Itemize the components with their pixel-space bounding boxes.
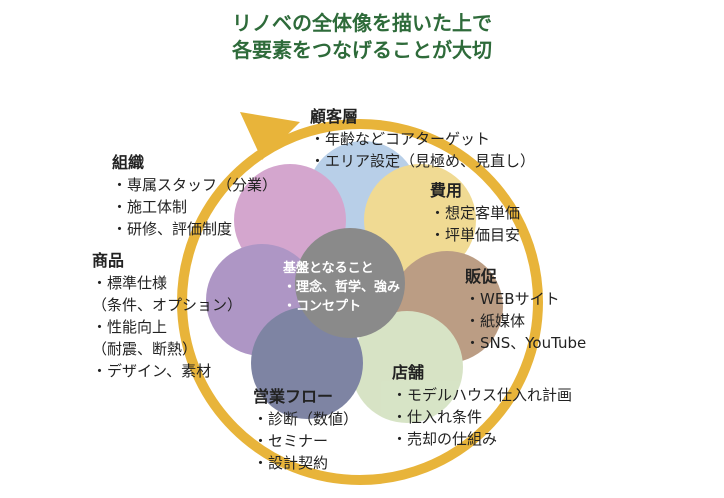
center-heading: 基盤となること [283,261,374,276]
group-item: （条件、オプション） [92,296,243,314]
group-item: ・エリア設定（見極め、見直し） [310,152,536,170]
center-foundation: 基盤となること ・理念、哲学、強み ・コンセプト [283,259,400,316]
cycle-ring [177,119,543,485]
center-item: ・理念、哲学、強み [283,280,401,295]
group-item: ・標準仕様 [92,274,168,292]
group-cost: 費用 ・想定客単価 ・坪単価目安 [430,180,520,246]
group-sales: 営業フロー ・診断（数値） ・セミナー ・設計契約 [253,386,358,474]
group-item: ・セミナー [253,432,329,450]
petal-center [295,228,405,338]
group-store: 店舗 ・モデルハウス仕入れ計画 ・仕入れ条件 ・売却の仕組み [392,362,572,450]
group-item: ・モデルハウス仕入れ計画 [392,386,573,404]
group-item: ・設計契約 [253,454,329,472]
group-item: ・診断（数値） [253,410,359,428]
group-heading: 営業フロー [253,387,334,406]
group-product: 商品 ・標準仕様 （条件、オプション） ・性能向上 （耐震、断熱） ・デザイン、… [92,250,242,382]
group-item: ・紙媒体 [465,312,526,330]
group-heading: 商品 [92,251,125,270]
group-item: ・年齢などコアターゲット [310,130,491,148]
title-line: リノベの全体像を描いた上で [232,11,492,35]
group-heading: 組織 [112,153,145,172]
group-item: ・性能向上 [92,318,168,336]
group-customer: 顧客層 ・年齢などコアターゲット ・エリア設定（見極め、見直し） [310,106,535,172]
group-item: ・坪単価目安 [430,226,521,244]
group-item: ・SNS、YouTube [465,334,587,352]
group-promo: 販促 ・WEBサイト ・紙媒体 ・SNS、YouTube [465,266,586,354]
group-heading: 販促 [465,267,498,286]
group-heading: 顧客層 [310,107,359,126]
petal-store [351,311,463,423]
group-item: ・デザイン、素材 [92,362,212,380]
group-item: ・研修、評価制度 [112,220,233,238]
title: リノベの全体像を描いた上で各要素をつなげることが大切 [0,10,724,64]
title-line: 各要素をつなげることが大切 [232,38,492,62]
group-org: 組織 ・専属スタッフ（分業） ・施工体制 ・研修、評価制度 [112,152,277,240]
group-item: ・WEBサイト [465,290,560,308]
group-item: ・施工体制 [112,198,188,216]
group-item: ・専属スタッフ（分業） [112,176,278,194]
group-heading: 費用 [430,181,463,200]
group-item: ・想定客単価 [430,204,521,222]
group-item: ・仕入れ条件 [392,408,483,426]
center-item: ・コンセプト [283,299,362,314]
group-item: ・売却の仕組み [392,430,498,448]
cycle-arrowhead [240,112,300,160]
group-item: （耐震、断熱） [92,340,198,358]
group-heading: 店舗 [392,363,425,382]
